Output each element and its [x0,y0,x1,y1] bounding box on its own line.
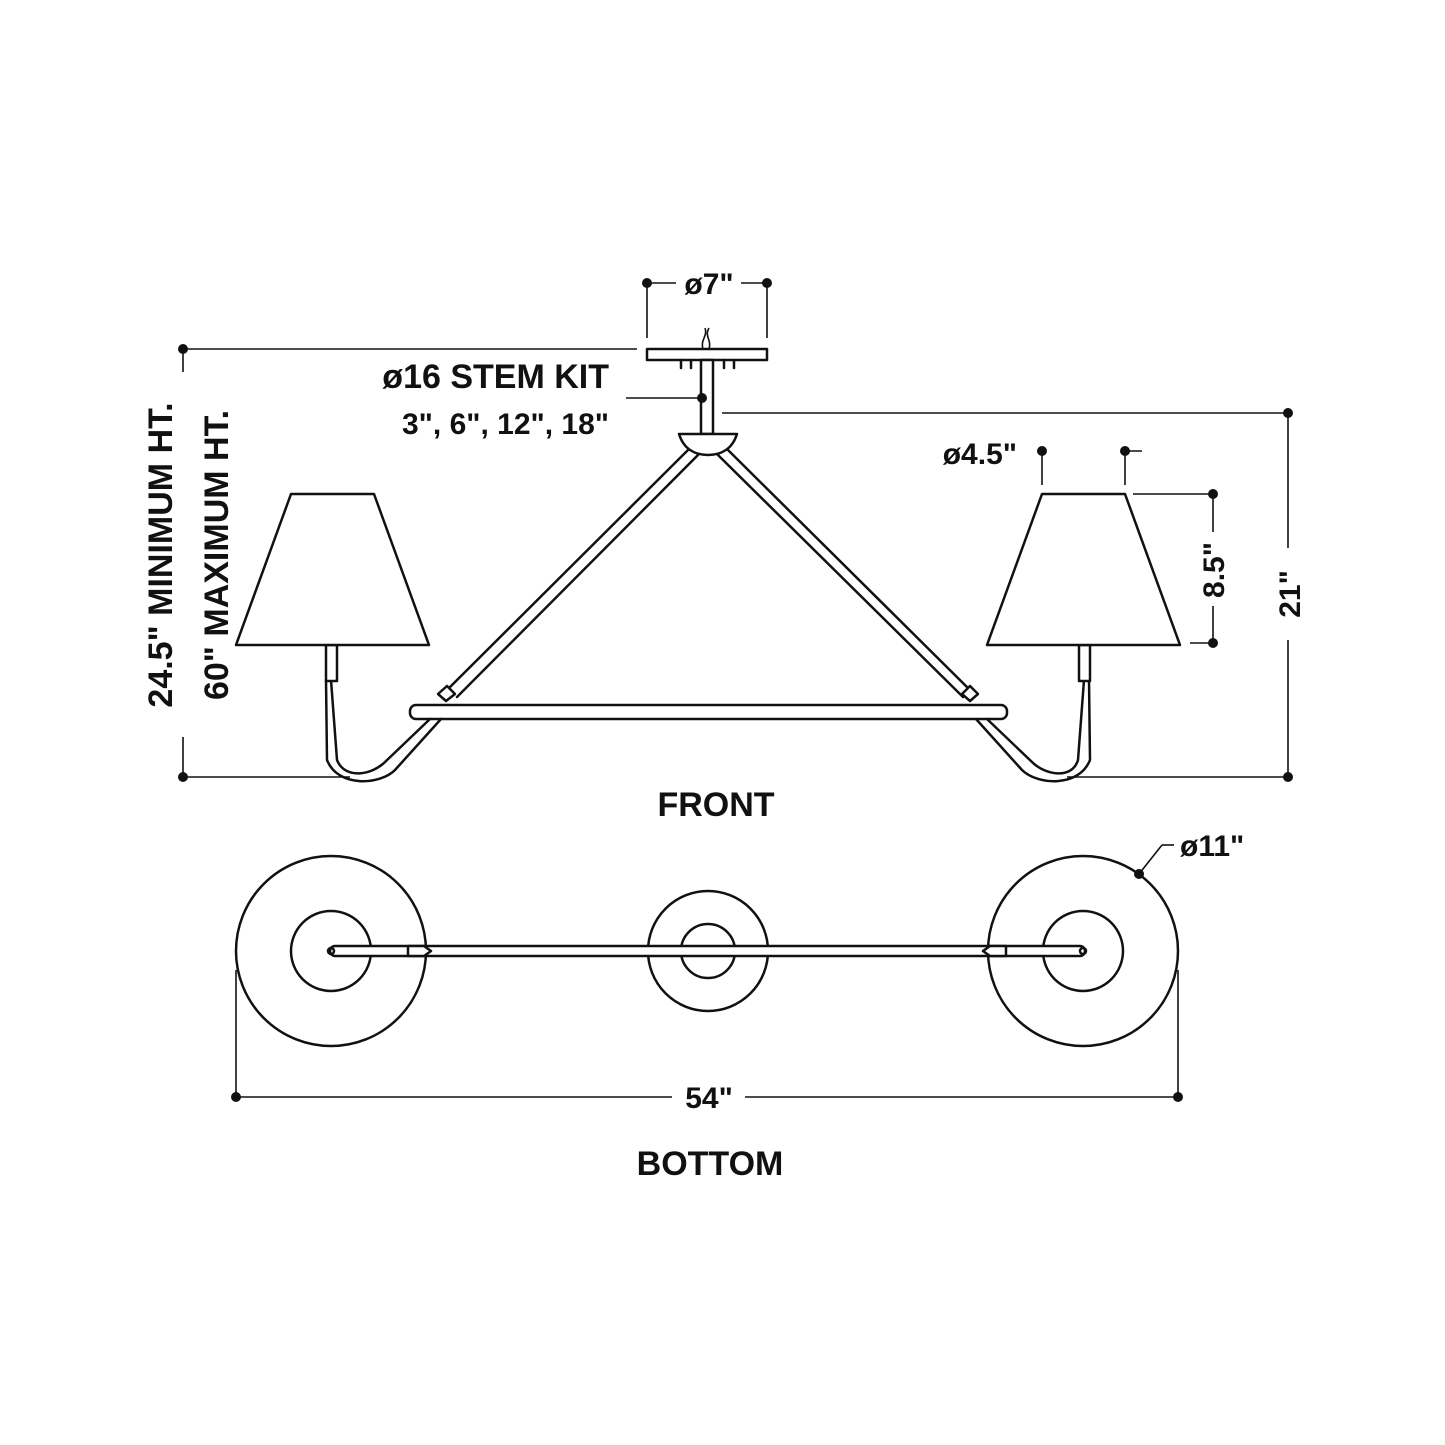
left-curved-arm [324,678,443,783]
minimum-height-label: 24.5" MINIMUM HT. [142,402,180,707]
shade-bottom-diameter-leader [1134,844,1174,879]
right-shade [985,492,1182,647]
canopy-diameter-dimension [642,278,772,338]
shade-top-diameter-dimension [1037,446,1142,485]
body-height-dimension [722,408,1293,782]
wire-icon [701,327,711,350]
front-dimensions [178,278,1293,782]
body-height-label: 21" [1274,570,1307,618]
shade-top-diameter-label: ø4.5" [943,438,1017,471]
diagonal-arms [436,448,980,703]
shade-bottom-diameter-label: ø11" [1180,830,1244,863]
stem-kit-title-label: ø16 STEM KIT [382,358,609,396]
overall-width-label: 54" [685,1082,733,1115]
bottom-view-label: BOTTOM [637,1145,784,1183]
front-view-label: FRONT [657,786,774,824]
bottom-dimensions [231,844,1183,1102]
canopy-diameter-label: ø7" [684,268,733,301]
horizontal-bar [408,703,1009,721]
right-curved-arm [974,678,1092,783]
stem-kit-lengths-label: 3", 6", 12", 18" [402,408,609,441]
overall-width-dimension [231,970,1183,1102]
stem-kit-leader [626,393,707,403]
shade-height-dimension [1133,489,1218,648]
shade-height-label: 8.5" [1198,542,1231,598]
bottom-bar [328,944,1087,958]
bottom-view [234,854,1180,1048]
overall-height-dimension [178,344,637,782]
front-view [234,327,1182,783]
left-shade [234,492,431,647]
maximum-height-label: 60" MAXIMUM HT. [198,410,236,700]
center-cap [677,432,739,457]
